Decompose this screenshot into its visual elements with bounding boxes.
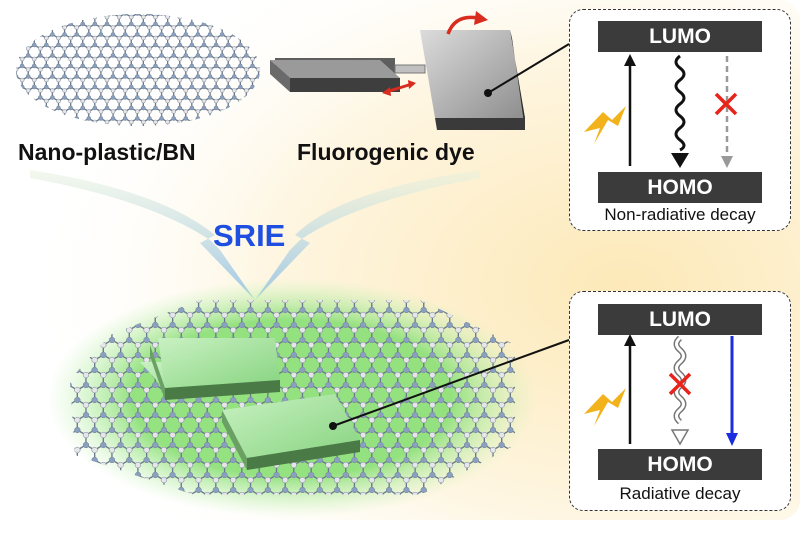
lumo-level: LUMO [598, 21, 762, 52]
non-radiative-arrow [674, 54, 686, 152]
blocked-cross-icon [668, 372, 692, 396]
blocked-cross-icon [714, 92, 738, 116]
dye-rotor-gray [270, 30, 525, 130]
energy-diagram-bottom [584, 334, 738, 446]
fluorogenic-dye-label: Fluorogenic dye [297, 139, 475, 165]
dye-plate-green-left [140, 338, 280, 400]
non-radiative-caption: Non-radiative decay [604, 205, 756, 224]
dye-plate-green-right [222, 394, 360, 470]
lightning-icon [584, 106, 626, 144]
rotation-motion-icon [446, 15, 479, 35]
srie-process-arrow [30, 170, 480, 300]
energy-diagram-top [584, 54, 738, 168]
connector-bottom [329, 339, 570, 430]
homo-level: HOMO [598, 449, 762, 480]
radiative-caption: Radiative decay [619, 484, 741, 503]
homo-level: HOMO [598, 172, 762, 203]
srie-label: SRIE [213, 218, 286, 253]
lightning-icon [584, 388, 626, 426]
connector-top [484, 43, 570, 97]
panel-non-radiative: LUMO HOMO Non-radiative decay [569, 9, 791, 231]
panel-radiative: LUMO HOMO Radiative decay [569, 291, 791, 511]
lumo-level: LUMO [598, 304, 762, 335]
sliding-motion-icon [382, 80, 416, 96]
nano-plastic-bn-label: Nano-plastic/BN [18, 139, 196, 165]
